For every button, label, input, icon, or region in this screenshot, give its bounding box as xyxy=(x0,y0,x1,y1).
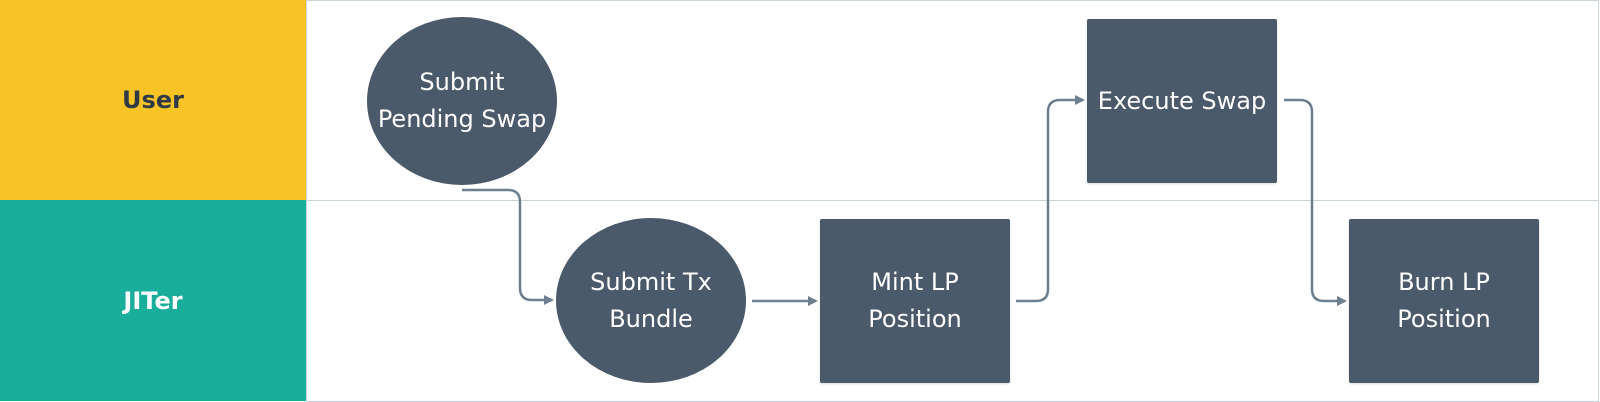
node-submit-tx-bundle-label: Submit Tx Bundle xyxy=(590,267,712,333)
lane-jiter-text: JITer xyxy=(123,286,183,315)
node-burn-lp-position-label: Burn LP Position xyxy=(1397,268,1491,333)
node-submit-pending-swap: Submit Pending Swap xyxy=(367,17,557,185)
node-submit-tx-bundle: Submit Tx Bundle xyxy=(556,218,746,383)
node-execute-swap-label: Execute Swap xyxy=(1097,86,1267,115)
lane-label-jiter: JITer xyxy=(0,200,306,401)
lane-label-user: User xyxy=(0,0,306,200)
lane-user-text: User xyxy=(122,86,184,114)
node-mint-lp-position: Mint LP Position xyxy=(820,219,1010,383)
node-submit-pending-swap-label: Submit Pending Swap xyxy=(377,68,547,133)
node-mint-lp-position-label: Mint LP Position xyxy=(868,268,962,333)
node-burn-lp-position: Burn LP Position xyxy=(1349,219,1539,383)
node-execute-swap: Execute Swap xyxy=(1087,19,1277,183)
